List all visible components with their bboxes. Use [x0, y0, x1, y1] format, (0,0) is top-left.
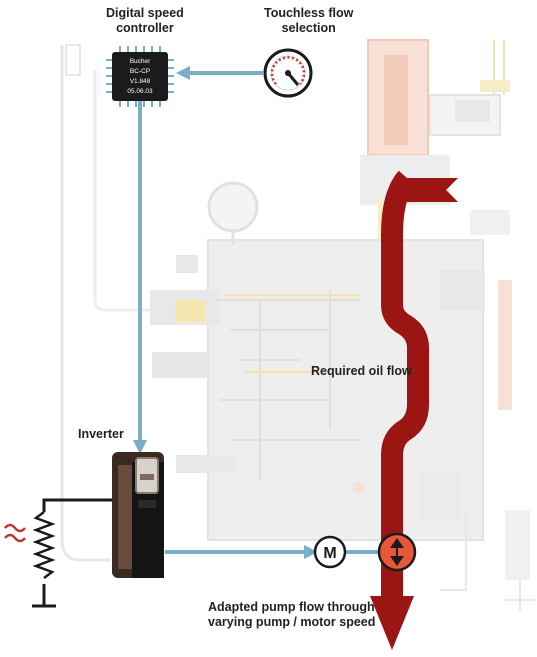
pump-flow-label-line2: varying pump / motor speed: [208, 615, 376, 629]
signal-arrowheads: [133, 66, 318, 559]
flow-selection-label-line1: Touchless flow: [264, 6, 354, 20]
controller-label-line1: Digital speed: [106, 6, 184, 20]
controller-label: Digital speed controller: [106, 6, 184, 36]
signal-lines: [138, 71, 382, 554]
flow-selection-dial-icon: [263, 48, 313, 98]
flow-arrow-head: [370, 596, 414, 650]
flow-selection-label-line2: selection: [281, 21, 336, 35]
chip-text-3: V1.848: [130, 78, 151, 85]
chip-text-4: 05.06.03: [127, 88, 153, 95]
arrowhead-to-controller: [176, 66, 190, 80]
required-oil-flow-label: Required oil flow: [311, 364, 412, 378]
flow-selection-label: Touchless flow selection: [264, 6, 353, 36]
motor-label: M: [323, 545, 336, 562]
digital-speed-controller-chip: Bucher BC-CP V1.848 05.06.03: [106, 46, 174, 107]
chip-text-1: Bucher: [130, 58, 151, 65]
inverter-unit: [112, 452, 164, 578]
pump-flow-label: Adapted pump flow through varying pump /…: [208, 600, 375, 630]
arrowhead-to-inverter: [133, 440, 147, 454]
chip-text-2: BC-CP: [130, 68, 150, 75]
ac-wave-icon: [4, 523, 26, 533]
faded-hydraulic-schematic: [60, 39, 535, 610]
flow-arrow-tail: [404, 178, 458, 202]
pump-flow-label-line1: Adapted pump flow through: [208, 600, 375, 614]
inverter-label: Inverter: [78, 427, 124, 441]
controller-label-line2: controller: [116, 21, 174, 35]
arrowhead-to-motor: [304, 545, 318, 559]
variable-pump-symbol: [377, 532, 417, 572]
power-supply-symbol: [4, 498, 112, 608]
required-oil-flow-arrow: [370, 170, 458, 650]
motor-symbol: M: [313, 535, 347, 569]
